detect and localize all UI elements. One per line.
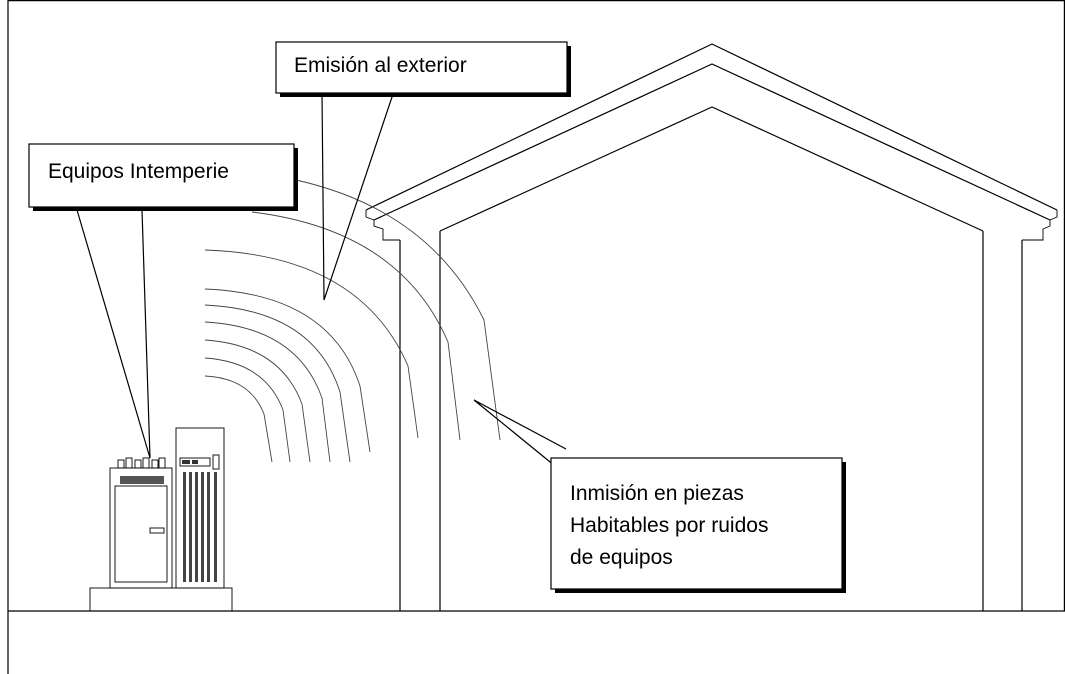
callout-emission-text: Emisión al exterior	[294, 54, 467, 77]
house	[365, 43, 1058, 611]
roof-inner	[439, 106, 984, 232]
outdoor-equipment	[89, 427, 233, 612]
roof-outer	[365, 43, 1058, 211]
leader-lines	[76, 93, 567, 467]
callout-immission-line-3: de equipos	[570, 546, 673, 569]
callout-equipment: Equipos Intemperie	[28, 143, 298, 211]
callout-emission: Emisión al exterior	[275, 41, 571, 97]
sound-waves	[204, 179, 501, 463]
equipment-unit-right	[175, 427, 225, 589]
equipment-base	[89, 587, 233, 612]
callout-equipment-text: Equipos Intemperie	[48, 160, 229, 183]
roof-mid	[373, 63, 1051, 221]
callout-immission: Inmisión en piezas Habitables por ruidos…	[550, 457, 846, 593]
callout-immission-line-2: Habitables por ruidos	[570, 514, 768, 537]
pipe-connections	[117, 457, 166, 469]
callout-immission-line-1: Inmisión en piezas	[570, 482, 744, 505]
